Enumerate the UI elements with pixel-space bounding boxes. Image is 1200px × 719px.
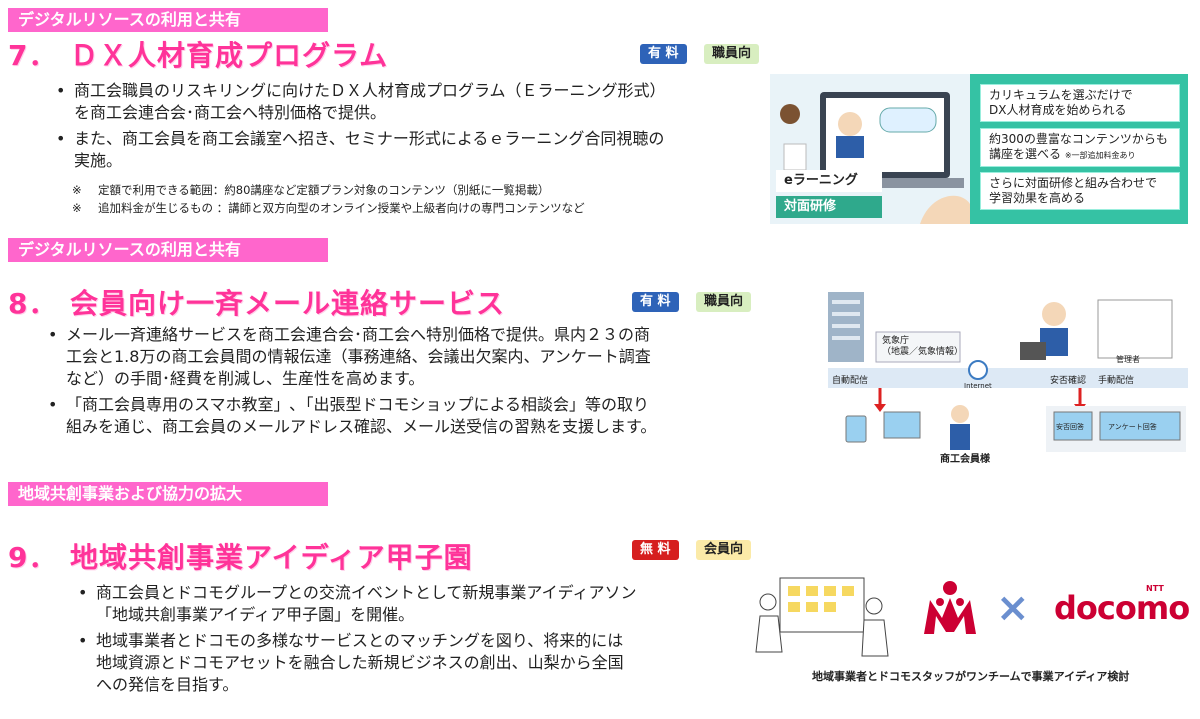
illustration-caption: 地域事業者とドコモスタッフがワンチームで事業アイディア検討	[812, 670, 1130, 683]
auto-delivery-label: 自動配信	[832, 376, 869, 386]
docomo-logo: docomo	[1054, 589, 1190, 627]
mode-label-elearning: eラーニング	[776, 170, 882, 192]
section-heading-9: 9． 地域共創事業アイディア甲子園	[8, 536, 473, 576]
mode-label-inperson: 対面研修	[776, 196, 882, 218]
bullet-item: メール一斉連絡サービスを商工会連合会･商工会へ特別価格で提供。県内２３の商工会と…	[48, 324, 664, 390]
section-number: 8．	[8, 287, 58, 320]
feature-box: 約300の豊富なコンテンツからも講座を選べる ※一部追加料金あり	[980, 128, 1180, 167]
cross-symbol: ×	[996, 585, 1030, 631]
section-title: ＤＸ人材育成プログラム	[70, 39, 389, 72]
docomo-ntt-label: NTT	[1146, 584, 1164, 593]
target-tag-member: 会員向	[696, 540, 752, 560]
diagram-graphics	[828, 292, 1188, 452]
bullet-list-8: メール一斉連絡サービスを商工会連合会･商工会へ特別価格で提供。県内２３の商工会と…	[48, 324, 664, 442]
section-label-8: デジタルリソースの利用と共有	[8, 238, 328, 262]
agency-label: 気象庁（地震／気象情報）	[882, 336, 964, 357]
team-discussion-illustration	[755, 577, 889, 657]
price-tag-free: 無 料	[632, 540, 679, 560]
section-label-9: 地域共創事業および協力の拡大	[8, 482, 328, 506]
note-line: ※追加料金が生じるもの ：講師と双方向型のオンライン授業や上級者向けの専門コンテ…	[72, 201, 585, 215]
members-label: 商工会員様	[940, 454, 990, 465]
bullet-list-7: 商工会職員のリスキリングに向けたＤＸ人材育成プログラム（Ｅラーニング形式）を商工…	[56, 80, 668, 176]
section-number: 7．	[8, 39, 58, 72]
bullet-item: 「商工会員専用のスマホ教室」､「出張型ドコモショップによる相談会」等の取り組みを…	[48, 394, 664, 438]
note-line: ※定額で利用できる範囲：約80講座など定額プラン対象のコンテンツ（別紙に一覧掲載…	[72, 183, 550, 197]
laptop-illustration	[770, 74, 970, 224]
bullet-item: 地域事業者とドコモの多様なサービスとのマッチングを図り、将来的には地域資源とドコ…	[78, 630, 638, 696]
mail-service-diagram: 気象庁（地震／気象情報） 自動配信 Internet 安否確認 手動配信 管理者…	[828, 292, 1188, 465]
safety-reply-label: 安否回答	[1056, 423, 1084, 431]
bullet-item: 商工会員とドコモグループとの交流イベントとして新規事業アイディアソン「地域共創事…	[78, 582, 638, 626]
safety-check-label: 安否確認	[1050, 376, 1087, 386]
admin-label: 管理者	[1116, 355, 1140, 364]
price-tag-paid: 有 料	[632, 292, 679, 312]
internet-label: Internet	[964, 382, 992, 390]
section-title: 会員向け一斉メール連絡サービス	[70, 287, 506, 320]
bullet-item: また、商工会員を商工会議室へ招き、セミナー形式によるｅラーニング合同視聴の実施。	[56, 128, 668, 172]
section-number: 9．	[8, 541, 58, 574]
section-heading-8: 8． 会員向け一斉メール連絡サービス	[8, 282, 505, 322]
bullet-item: 商工会職員のリスキリングに向けたＤＸ人材育成プログラム（Ｅラーニング形式）を商工…	[56, 80, 668, 124]
survey-reply-label: アンケート回答	[1108, 423, 1157, 431]
section-title: 地域共創事業アイディア甲子園	[70, 541, 473, 574]
price-tag-paid: 有 料	[640, 44, 687, 64]
feature-box: さらに対面研修と組み合わせで学習効果を高める	[980, 172, 1180, 210]
target-tag-staff: 職員向	[696, 292, 752, 312]
section-label-7: デジタルリソースの利用と共有	[8, 8, 328, 32]
bullet-list-9: 商工会員とドコモグループとの交流イベントとして新規事業アイディアソン「地域共創事…	[78, 582, 638, 700]
target-tag-staff: 職員向	[704, 44, 760, 64]
shokokai-logo	[924, 581, 976, 634]
manual-delivery-label: 手動配信	[1098, 376, 1135, 386]
section-heading-7: 7． ＤＸ人材育成プログラム	[8, 34, 388, 74]
